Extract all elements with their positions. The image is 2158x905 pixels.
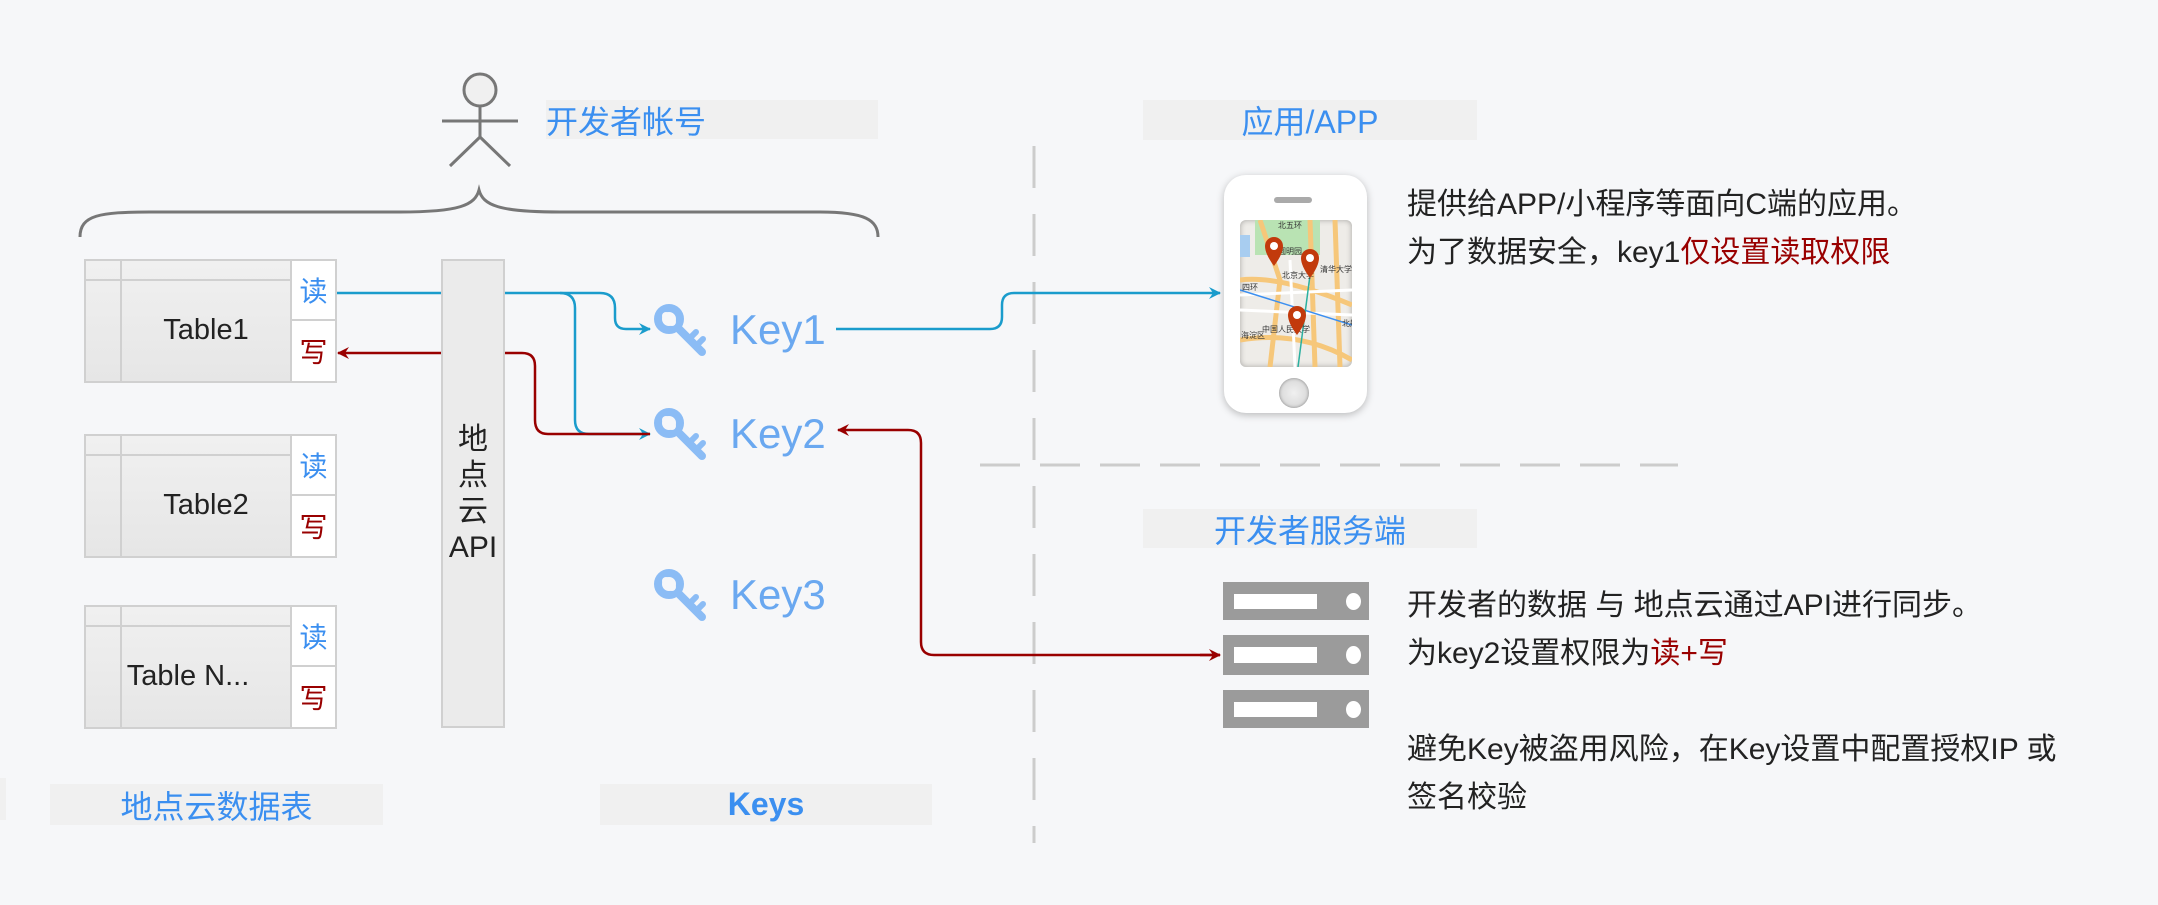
server-unit bbox=[1223, 690, 1369, 728]
server-section-label: 开发者服务端 bbox=[1143, 509, 1477, 549]
map-label: 中国人民大学 bbox=[1262, 324, 1310, 334]
keys-group-label: Keys bbox=[600, 784, 932, 825]
map-pin-icon bbox=[1265, 236, 1319, 335]
table-left-column bbox=[120, 261, 122, 381]
app-section-text: 应用/APP bbox=[1241, 104, 1379, 140]
server-desc-line: 为key2设置权限为读+写 bbox=[1407, 630, 2057, 678]
server-desc-line: 开发者的数据 与 地点云通过API进行同步。 bbox=[1407, 589, 1983, 622]
phone-speaker bbox=[1274, 197, 1312, 203]
write-line-table1 bbox=[337, 347, 650, 436]
server-key2-line bbox=[837, 424, 1220, 657]
key-label: Key2 bbox=[730, 410, 826, 457]
map-label: 北京大学 bbox=[1282, 270, 1314, 280]
map-label: 北航 bbox=[1342, 318, 1352, 328]
app-desc-line: 提供给APP/小程序等面向C端的应用。 bbox=[1407, 188, 1918, 221]
key-icon bbox=[654, 304, 706, 356]
read-line-key1 bbox=[337, 291, 651, 335]
table-header-row bbox=[86, 436, 290, 456]
map-label: 清华大学 bbox=[1320, 264, 1352, 274]
location-cloud-api-bar: 地 点 云 API bbox=[441, 259, 505, 728]
key-icon bbox=[654, 569, 706, 621]
app-desc-highlight: 仅设置读取权限 bbox=[1680, 236, 1891, 269]
actor-icon bbox=[442, 72, 518, 168]
key-label: Key3 bbox=[730, 571, 826, 618]
table-name: Table N... bbox=[126, 659, 250, 692]
map-image: 北五环 圆明园 清华大学 北京大学 四环 中国人民大学 海淀区 北航 bbox=[1240, 220, 1352, 367]
read-line-key2 bbox=[559, 291, 651, 440]
developer-account-text: 开发者帐号 bbox=[546, 103, 707, 140]
api-char: 点 bbox=[458, 458, 488, 492]
app-description: 提供给APP/小程序等面向C端的应用。 为了数据安全，key1仅设置读取权限 bbox=[1407, 181, 1917, 277]
api-char: 地 bbox=[458, 422, 488, 456]
phone-map-screen: 北五环 圆明园 清华大学 北京大学 四环 中国人民大学 海淀区 北航 bbox=[1240, 220, 1352, 367]
server-unit bbox=[1223, 582, 1369, 620]
keys-group-text: Keys bbox=[727, 786, 805, 822]
server-unit bbox=[1223, 635, 1369, 675]
table-left-column bbox=[120, 607, 122, 727]
map-label: 北五环 bbox=[1278, 221, 1302, 230]
table-left-column bbox=[120, 436, 122, 556]
key-item-key1[interactable]: Key1 bbox=[652, 302, 826, 358]
server-description: 开发者的数据 与 地点云通过API进行同步。 为key2设置权限为读+写 避免K… bbox=[1407, 582, 2057, 822]
table-card[interactable]: Table N... 读 写 bbox=[84, 605, 337, 729]
table-card[interactable]: Table1 读 写 bbox=[84, 259, 337, 383]
write-permission[interactable]: 写 bbox=[290, 496, 335, 556]
phone-home-button bbox=[1279, 378, 1309, 408]
key-icon bbox=[654, 408, 706, 460]
developer-account-label: 开发者帐号 bbox=[546, 100, 878, 140]
key-item-key3[interactable]: Key3 bbox=[652, 567, 826, 623]
key-label: Key1 bbox=[730, 306, 826, 353]
server-desc-highlight: 读+写 bbox=[1650, 637, 1728, 670]
read-permission[interactable]: 读 bbox=[290, 261, 335, 321]
api-char: API bbox=[448, 530, 498, 564]
write-permission[interactable]: 写 bbox=[290, 667, 335, 727]
map-label: 四环 bbox=[1242, 283, 1258, 292]
key-item-key2[interactable]: Key2 bbox=[652, 406, 826, 462]
server-desc-line: 签名校验 bbox=[1407, 781, 1527, 814]
map-label: 海淀区 bbox=[1241, 330, 1265, 340]
app-desc-line: 为了数据安全，key1仅设置读取权限 bbox=[1407, 229, 1917, 277]
table-header-row bbox=[86, 607, 290, 627]
map-label: 圆明园 bbox=[1278, 247, 1302, 256]
table-card[interactable]: Table2 读 写 bbox=[84, 434, 337, 558]
app-section-label: 应用/APP bbox=[1143, 100, 1477, 140]
table-name: Table1 bbox=[163, 313, 249, 346]
read-permission[interactable]: 读 bbox=[290, 607, 335, 667]
server-section-text: 开发者服务端 bbox=[1213, 512, 1406, 549]
table-header-row bbox=[86, 261, 290, 281]
phone-icon: 北五环 圆明园 清华大学 北京大学 四环 中国人民大学 海淀区 北航 bbox=[1224, 175, 1367, 413]
app-desc-text: 为了数据安全，key1 bbox=[1407, 236, 1681, 269]
table-name: Table2 bbox=[163, 488, 249, 521]
tables-group-label: 地点云数据表 bbox=[50, 784, 383, 825]
read-permission[interactable]: 读 bbox=[290, 436, 335, 496]
brace bbox=[78, 184, 880, 238]
key1-to-app-line bbox=[836, 287, 1221, 331]
write-permission[interactable]: 写 bbox=[290, 321, 335, 381]
server-desc-line: 避免Key被盗用风险，在Key设置中配置授权IP 或 bbox=[1407, 733, 2057, 766]
api-char: 云 bbox=[458, 494, 488, 528]
label-box-fragment bbox=[0, 778, 6, 820]
server-desc-text: 为key2设置权限为 bbox=[1407, 637, 1651, 670]
tables-group-text: 地点云数据表 bbox=[120, 788, 313, 825]
server-icon bbox=[1223, 582, 1369, 728]
